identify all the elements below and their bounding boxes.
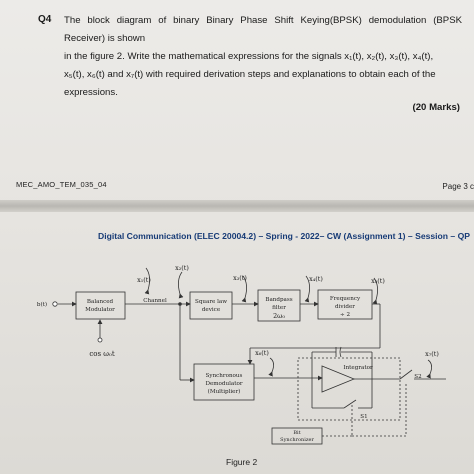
question-line-2: in the figure 2. Write the mathematical … <box>64 51 434 62</box>
bpf-label-3: 2ω₀ <box>273 312 285 320</box>
balanced-modulator-block <box>75 291 126 320</box>
input-label: b(t) <box>37 301 47 308</box>
x7-label: x₇(t) <box>425 350 439 358</box>
bitsync-label-2: Synchronizer <box>280 437 314 443</box>
x5-probe <box>372 277 378 305</box>
bitsync-label-1: Bit <box>293 430 300 436</box>
demod-label-3: (Multiplier) <box>208 388 241 395</box>
x6-probe <box>268 357 274 377</box>
balmod-label-1: Balanced <box>87 299 114 305</box>
bpf-label-2: filter <box>272 305 286 311</box>
sqlaw-label-2: device <box>202 307 221 313</box>
question-line-3: x₅(t), x₆(t) and x₇(t) with required der… <box>64 69 436 80</box>
carrier-terminal <box>97 337 103 343</box>
square-law-block <box>189 291 233 320</box>
question-number: Q4 <box>38 14 52 25</box>
x3-probe <box>241 275 247 303</box>
question-line-4: expressions. <box>64 87 118 98</box>
x4-label: x₄(t) <box>309 275 323 283</box>
question-text: The block diagram of binary Binary Phase… <box>64 12 462 102</box>
channel-label: Channel <box>143 298 167 304</box>
cap-plate-2 <box>339 346 342 358</box>
x2-probe <box>178 271 184 299</box>
integrator-box <box>297 357 401 421</box>
integrator-label: Integrator <box>343 365 373 371</box>
bpf-label-1: Bandpass <box>265 297 292 303</box>
demod-label-1: Synchronous <box>206 373 243 379</box>
demod-label-2: Demodulator <box>205 381 242 387</box>
course-header: Digital Communication (ELEC 20004.2) – S… <box>98 231 471 241</box>
x1-probe <box>144 267 150 295</box>
bandpass-filter-block <box>257 289 301 322</box>
integrator-amp <box>321 365 356 393</box>
s1-label: S1 <box>360 414 367 420</box>
x3-label: x₃(t) <box>233 274 247 282</box>
input-terminal <box>52 301 58 307</box>
s2-label: S2 <box>414 374 422 380</box>
x4-probe <box>304 275 310 303</box>
question-marks: (20 Marks) <box>412 102 460 113</box>
sqlaw-label-1: Square law <box>195 299 227 305</box>
s2-switch-blade <box>399 369 413 380</box>
frequency-divider-block <box>317 289 373 320</box>
footer-page: Page 3 c <box>442 182 474 191</box>
x6-label: x₆(t) <box>255 349 269 357</box>
balmod-label-2: Modulator <box>85 307 115 313</box>
s1-switch-blade <box>343 399 357 409</box>
x2-label: x₂(t) <box>175 264 189 272</box>
carrier-label: cos ω₀t <box>89 350 114 358</box>
x1-label: x₁(t) <box>137 276 151 284</box>
div-label-3: ÷ 2 <box>340 312 350 318</box>
div-label-2: divider <box>335 304 355 310</box>
x7-probe <box>426 359 432 379</box>
div-label-1: Frequency <box>330 296 361 302</box>
branch-dot <box>178 302 182 306</box>
question-line-1: The block diagram of binary Binary Phase… <box>64 15 462 44</box>
footer-code: MEC_AMO_TEM_035_04 <box>16 180 107 189</box>
sync-demodulator-block <box>193 363 255 401</box>
page-gap <box>0 200 474 212</box>
x5-label: x₅(t) <box>371 277 385 285</box>
figure-caption: Figure 2 <box>226 457 258 467</box>
